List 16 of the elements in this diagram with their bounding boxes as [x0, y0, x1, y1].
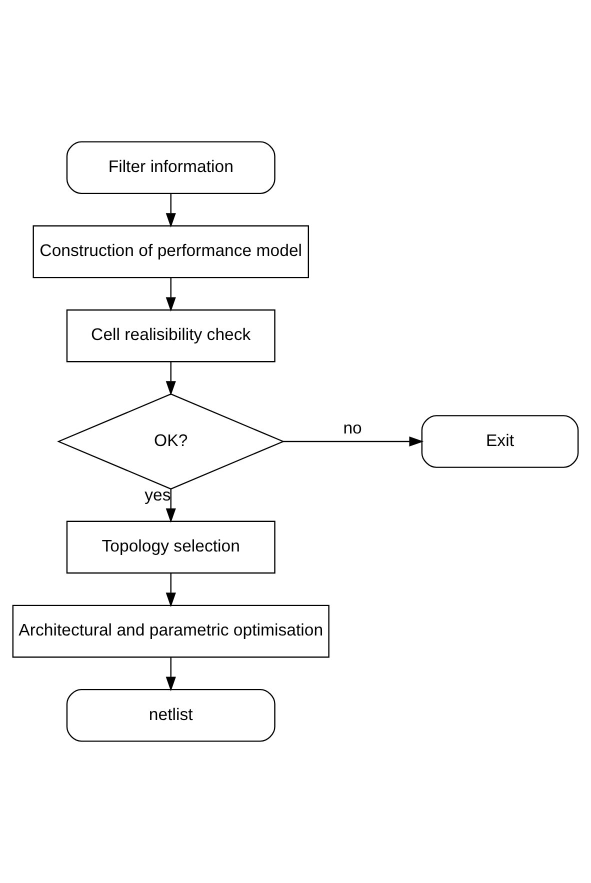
node-box: Exit	[421, 415, 579, 468]
arrow	[166, 194, 176, 228]
node-box: Topology selection	[66, 520, 276, 574]
arrow	[166, 657, 176, 692]
node-box: Architectural and parametric optimisation	[12, 604, 330, 658]
arrow	[166, 573, 176, 608]
arrow	[166, 362, 176, 396]
arrow	[283, 436, 424, 447]
arrow	[166, 278, 176, 312]
arrow	[166, 489, 176, 523]
node-box: netlist	[66, 688, 276, 742]
node-box: Cell realisibility check	[66, 309, 276, 362]
node-diamond: OK?	[57, 393, 285, 490]
edge-label: no	[343, 418, 362, 438]
node-box: Construction of performance model	[32, 225, 310, 278]
node-box: Filter information	[66, 141, 276, 194]
